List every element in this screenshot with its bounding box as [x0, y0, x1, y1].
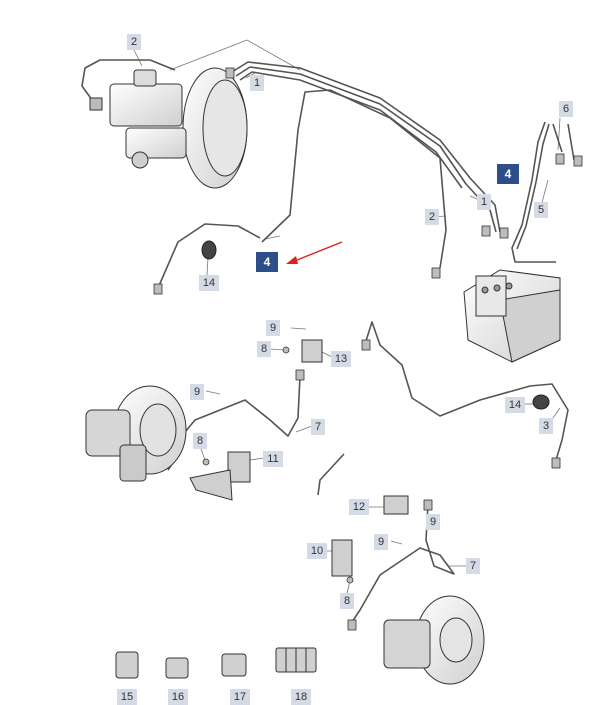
part-label-7: 7	[311, 419, 325, 435]
part-label-12: 12	[349, 499, 369, 515]
part-label-4-highlight: 4	[256, 252, 278, 272]
clip-parts	[115, 647, 317, 679]
part-label-9: 9	[374, 534, 388, 550]
part-label-1: 1	[250, 75, 264, 91]
part-label-18: 18	[291, 689, 311, 705]
part-label-15: 15	[117, 689, 137, 705]
part-label-8: 8	[257, 341, 271, 357]
part-label-5: 5	[534, 202, 548, 218]
abs-control-unit	[463, 269, 561, 363]
grommet-left	[201, 240, 217, 260]
brackets	[189, 339, 409, 577]
part-label-17: 17	[230, 689, 250, 705]
part-label-9: 9	[266, 320, 280, 336]
part-label-6: 6	[559, 101, 573, 117]
part-label-16: 16	[168, 689, 188, 705]
front-brake-assembly	[85, 385, 187, 482]
part-label-14: 14	[505, 397, 525, 413]
part-label-9: 9	[426, 514, 440, 530]
part-label-10: 10	[307, 543, 327, 559]
part-label-4-highlight: 4	[497, 164, 519, 184]
indicator-arrow	[286, 241, 343, 264]
part-label-2: 2	[127, 34, 141, 50]
part-label-2: 2	[425, 209, 439, 225]
fittings	[153, 67, 583, 631]
part-label-13: 13	[331, 351, 351, 367]
part-label-8: 8	[340, 593, 354, 609]
part-label-8: 8	[193, 433, 207, 449]
part-label-3: 3	[539, 418, 553, 434]
rear-brake-assembly	[383, 595, 485, 685]
part-label-9: 9	[190, 384, 204, 400]
part-label-7: 7	[466, 558, 480, 574]
brake-booster	[89, 67, 248, 189]
part-label-14: 14	[199, 275, 219, 291]
grommet-right	[532, 394, 550, 410]
part-label-11: 11	[263, 451, 283, 467]
part-label-1: 1	[477, 194, 491, 210]
